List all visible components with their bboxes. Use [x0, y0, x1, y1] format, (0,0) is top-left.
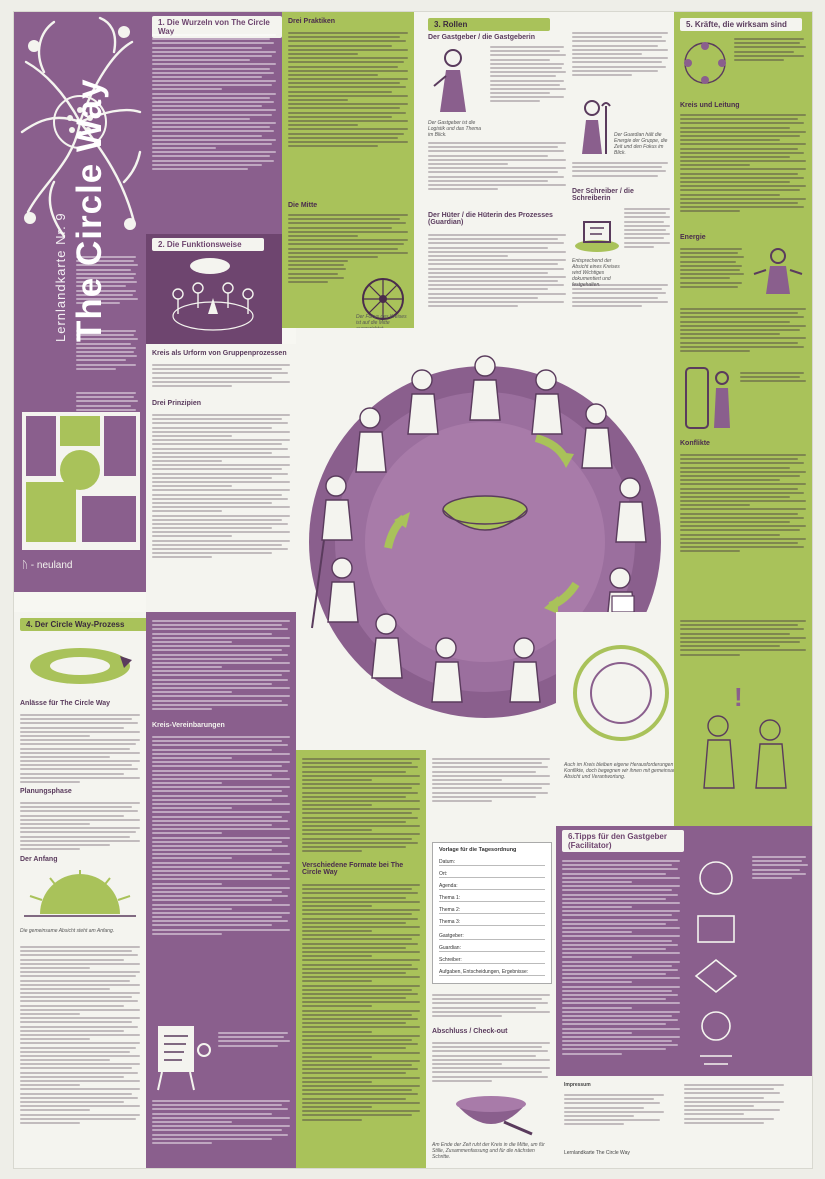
form-row: Gastgeber:	[439, 933, 545, 940]
flipchart-illustration	[157, 1026, 211, 1091]
schreiber-caption: Entsprechend der Absicht eines Kreises w…	[572, 258, 620, 288]
formate-panel: Verschiedene Formate bei The Circle Way	[296, 750, 426, 1168]
drei-praktiken-heading: Drei Praktiken	[288, 18, 336, 25]
process-cycle-illustration	[30, 648, 132, 684]
kreis-leitung-illustration	[684, 42, 726, 84]
tips-icons	[694, 861, 738, 1065]
schreiber-illustration	[575, 221, 619, 252]
planungsphase-heading: Planungsphase	[20, 788, 72, 795]
form-abschluss-panel: Vorlage für die Tagesordnung Datum: Ort:…	[426, 750, 556, 1168]
gastgeber-heading: Der Gastgeber / die Gastgeberin	[428, 34, 535, 41]
circle-lines-illustration	[573, 645, 669, 741]
verschiedene-formate-heading: Verschiedene Formate bei The Circle Way	[302, 862, 404, 876]
die-mitte-heading: Die Mitte	[288, 202, 318, 209]
intro-text	[76, 256, 138, 306]
form-row: Ort:	[439, 871, 545, 878]
konflikt-caption: Auch im Kreis bleiben eigene Herausforde…	[564, 762, 683, 780]
fokus-mitte-caption: Der Fokus des Kreises ist auf die Mitte …	[356, 314, 407, 328]
form-row: Datum:	[439, 859, 545, 866]
wheel-illustration	[362, 278, 404, 320]
section-5-panel: 5. Kräfte, die wirksam sind Kreis und Le…	[674, 12, 812, 612]
map-thumbnail	[22, 412, 140, 550]
footer-title: Lernlandkarte The Circle Way	[564, 1150, 630, 1156]
hueter-illustration	[582, 100, 611, 154]
vereinbarungen-panel: Kreis-Vereinbarungen	[146, 612, 296, 1168]
form-title: Vorlage für die Tagesordnung	[439, 847, 517, 853]
der-anfang-heading: Der Anfang	[20, 856, 58, 863]
section-3-heading: 3. Rollen	[428, 18, 550, 31]
form-row: Guardian:	[439, 945, 545, 952]
section-3-panel: 3. Rollen Der Gastgeber / die Gastgeberi…	[414, 12, 674, 328]
section-4-heading: 4. Der Circle Way-Prozess	[20, 618, 146, 631]
drei-prinzipien-heading: Drei Prinzipien	[152, 400, 202, 407]
kreis-leitung-heading: Kreis und Leitung	[680, 102, 740, 109]
gastgeber-illustration	[433, 49, 466, 112]
konflikt-figures-illustration: !	[703, 682, 787, 789]
drei-praktiken-panel: Drei Praktiken Die Mitte Der Fokus des K…	[282, 12, 414, 328]
brand-logo: ᚢ - neuland	[22, 560, 73, 571]
kreis-urform-panel: Kreis als Urform von Gruppenprozessen Dr…	[146, 344, 296, 612]
form-row: Thema 1:	[439, 895, 545, 902]
roots-illustration	[20, 16, 142, 238]
konflikte-heading: Konflikte	[680, 440, 710, 447]
svg-text:!: !	[734, 682, 743, 712]
section-6-panel: 6.Tipps für den Gastgeber (Facilitator) …	[556, 826, 812, 1168]
kreis-urform-heading: Kreis als Urform von Gruppenprozessen	[152, 350, 287, 357]
anfang-caption: Die gemeinsame Absicht steht am Anfang.	[20, 928, 115, 934]
section-6-heading: 6.Tipps für den Gastgeber (Facilitator)	[562, 830, 684, 852]
poster-subtitle: Lernlandkarte Nr. 9	[53, 212, 68, 342]
mirror-illustration	[685, 367, 730, 429]
section-2-panel: 2. Die Funktionsweise	[146, 234, 282, 344]
right-green-strip: !	[674, 612, 812, 826]
section-4-panel: 4. Der Circle Way-Prozess Anlässe für Th…	[14, 612, 146, 1168]
section-5-heading: 5. Kräfte, die wirksam sind	[680, 18, 802, 31]
form-row: Thema 3:	[439, 919, 545, 926]
section-1-panel: 1. Die Wurzeln von The Circle Way	[146, 12, 282, 234]
poster: Lernlandkarte Nr. 9 The Circle Way ᚢ - n…	[14, 12, 812, 1168]
form-row: Agenda:	[439, 883, 545, 890]
brand-name: neuland	[36, 560, 73, 571]
campfire-illustration	[172, 258, 254, 331]
singing-bowl-illustration	[456, 1096, 533, 1136]
section-1-heading: 1. Die Wurzeln von The Circle Way	[152, 16, 282, 38]
form-row: Thema 2:	[439, 907, 545, 914]
schreiber-heading: Der Schreiber / die Schreiberin	[572, 188, 634, 202]
gastgeber-caption: Der Gastgeber ist die Logistik und das T…	[428, 120, 482, 138]
sunrise-illustration	[24, 870, 136, 917]
agenda-template-form: Vorlage für die Tagesordnung Datum: Ort:…	[432, 842, 552, 984]
bowl-caption: Am Ende der Zeit ruht der Kreis in die M…	[432, 1142, 545, 1160]
hueter-caption: Der Guardian hält die Energie der Gruppe…	[614, 132, 668, 156]
title-panel: Lernlandkarte Nr. 9 The Circle Way ᚢ - n…	[14, 12, 146, 592]
anlaesse-heading: Anlässe für The Circle Way	[20, 700, 110, 707]
circle-gathering-illustration	[309, 355, 661, 718]
energie-illustration	[753, 248, 803, 294]
energie-heading: Energie	[680, 234, 706, 241]
section-2-heading: 2. Die Funktionsweise	[152, 238, 264, 251]
abschluss-heading: Abschluss / Check-out	[432, 1028, 508, 1035]
form-row: Aufgaben, Entscheidungen, Ergebnisse:	[439, 969, 545, 976]
form-row: Schreiber:	[439, 957, 545, 964]
kreis-vereinbarungen-heading: Kreis-Vereinbarungen	[152, 722, 225, 729]
hueter-heading: Der Hüter / die Hüterin des Prozesses (G…	[428, 212, 553, 226]
footer-panel: Impressum Lernlandkarte The Circle Way	[556, 1076, 812, 1168]
footer-impressum: Impressum	[564, 1082, 591, 1088]
